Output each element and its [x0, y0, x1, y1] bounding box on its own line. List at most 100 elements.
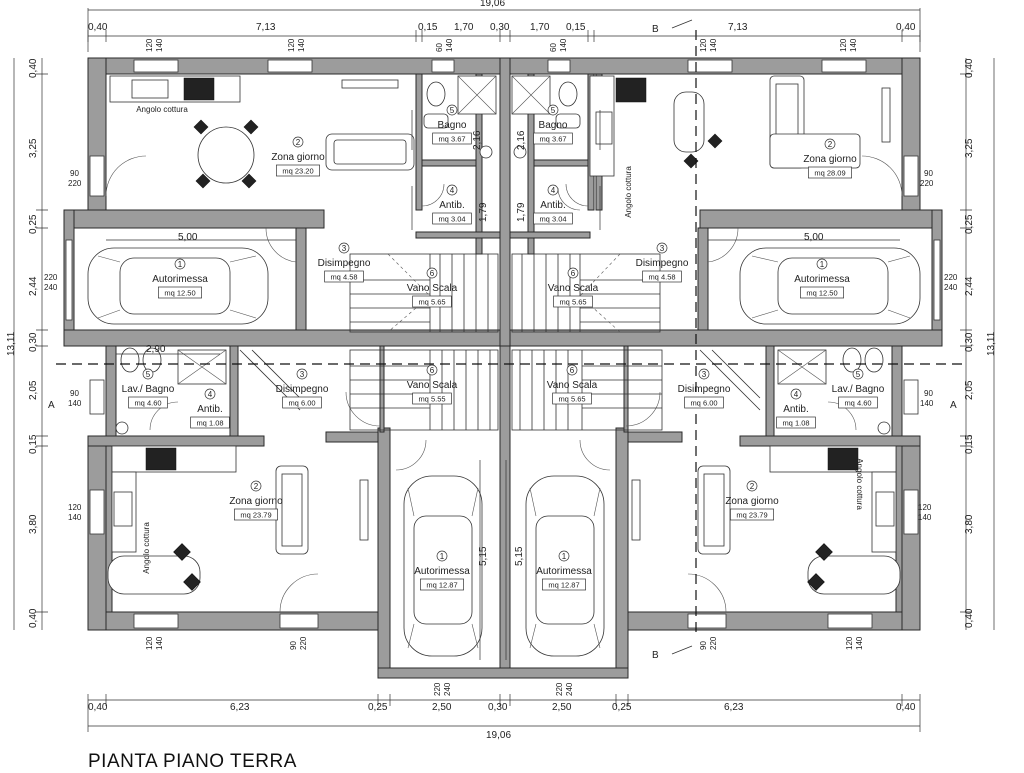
- overall-width-top: 19,06: [480, 0, 505, 9]
- chair-icon: [173, 543, 191, 561]
- window-label: 140: [849, 38, 858, 52]
- wall-lower-split: [87, 435, 265, 447]
- room-number: 5: [146, 370, 151, 379]
- chair-icon: [193, 119, 209, 135]
- top-dim: 1,70: [454, 22, 474, 33]
- room-label: Angolo cottura: [855, 458, 864, 510]
- room-area-box: [776, 416, 816, 429]
- room-number: 3: [660, 244, 665, 253]
- chair-icon: [815, 543, 833, 561]
- wall-upper-band-r: [699, 209, 943, 229]
- room-number-marker: [567, 267, 579, 279]
- side-dim-right: 0,15: [964, 434, 975, 454]
- garage-door-label: 240: [944, 283, 958, 292]
- window-label: 140: [68, 513, 82, 522]
- window-label: 120: [287, 38, 296, 52]
- room-area: mq 23.20: [282, 167, 313, 176]
- room-area: mq 5.65: [559, 298, 586, 307]
- room-number-marker: [142, 368, 154, 380]
- door-label: 220: [68, 179, 82, 188]
- top-dim: 1,70: [530, 22, 550, 33]
- room-number: 3: [702, 370, 707, 379]
- window: [903, 379, 919, 415]
- garage-door-label: 220: [944, 273, 958, 282]
- room-number: 1: [440, 552, 445, 561]
- door-label: 90: [924, 169, 933, 178]
- door-label: 220: [299, 636, 308, 650]
- door-label: 220: [709, 636, 718, 650]
- room-area-box: [800, 286, 844, 299]
- door-swing: [625, 391, 661, 427]
- stove-icon: [615, 77, 647, 103]
- bottom-dim: 0,25: [368, 702, 388, 713]
- room-number-marker: [292, 136, 304, 148]
- window-label: 140: [855, 636, 864, 650]
- room-area-box: [234, 508, 278, 521]
- window-label: 140: [920, 399, 934, 408]
- window: [821, 59, 867, 73]
- room-name: Disimpegno: [276, 384, 329, 395]
- wall-bottom-right: [624, 611, 921, 631]
- room-area: mq 5.65: [418, 298, 445, 307]
- room-name: Lav./ Bagno: [832, 384, 885, 395]
- wall-lower-split-mid-r: [627, 431, 683, 443]
- bottom-dim: 0,25: [612, 702, 632, 713]
- side-dim-left: 0,30: [28, 332, 39, 352]
- stair-lower-right: [511, 349, 663, 431]
- room-name: Zona giorno: [229, 496, 283, 507]
- inner-dim: 2,90: [146, 344, 166, 355]
- inner-dim: 5,15: [478, 546, 489, 566]
- room-name: Vano Scala: [407, 380, 458, 391]
- garage-door-label: 240: [443, 682, 452, 696]
- room-number: 1: [820, 260, 825, 269]
- window: [133, 59, 179, 73]
- door-label: 90: [289, 641, 298, 650]
- room-number-marker: [547, 104, 559, 116]
- dining-table: [107, 555, 201, 595]
- room-number: 4: [208, 390, 213, 399]
- room-number-marker: [426, 267, 438, 279]
- wall-lower-bath-top-r: [891, 345, 903, 441]
- room-name: Antib.: [197, 404, 223, 415]
- room-number: 6: [430, 269, 435, 278]
- room-number: 4: [551, 186, 556, 195]
- cars: [87, 247, 921, 657]
- room-name: Angolo cottura: [855, 458, 864, 510]
- window: [687, 59, 733, 73]
- room-number: 6: [430, 366, 435, 375]
- section-a-left: A: [48, 400, 55, 411]
- door-label: 90: [70, 169, 79, 178]
- bidet-icon: [864, 347, 884, 373]
- door-swing: [707, 227, 739, 263]
- room-area: mq 12.50: [806, 289, 837, 298]
- sink-icon: [113, 491, 133, 527]
- wall-garage-r: [697, 227, 709, 331]
- door-swing: [149, 401, 179, 431]
- side-dim-left: 3,80: [28, 514, 39, 534]
- car-lower-right: [525, 475, 605, 657]
- bottom-dim: 6,23: [724, 702, 744, 713]
- room-number: 6: [570, 366, 575, 375]
- room-number: 2: [254, 482, 259, 491]
- bottom-dim: 0,30: [488, 702, 508, 713]
- garage-door-label: 240: [565, 682, 574, 696]
- room-number-marker: [790, 388, 802, 400]
- door-gap: [279, 613, 319, 629]
- room-number-marker: [656, 242, 668, 254]
- side-dim-left: 2,05: [28, 380, 39, 400]
- door-swings: [105, 155, 903, 613]
- room-area-box: [276, 164, 320, 177]
- door-gap: [903, 155, 919, 197]
- room-area: mq 3.04: [438, 215, 465, 224]
- toilet-icon: [120, 347, 140, 373]
- window-label: 90: [70, 389, 79, 398]
- room-name: Vano Scala: [547, 380, 598, 391]
- room-label: Angolo cottura: [624, 166, 633, 218]
- room-number-marker: [852, 368, 864, 380]
- wall-right-lower: [901, 439, 921, 631]
- door-gap: [89, 155, 105, 197]
